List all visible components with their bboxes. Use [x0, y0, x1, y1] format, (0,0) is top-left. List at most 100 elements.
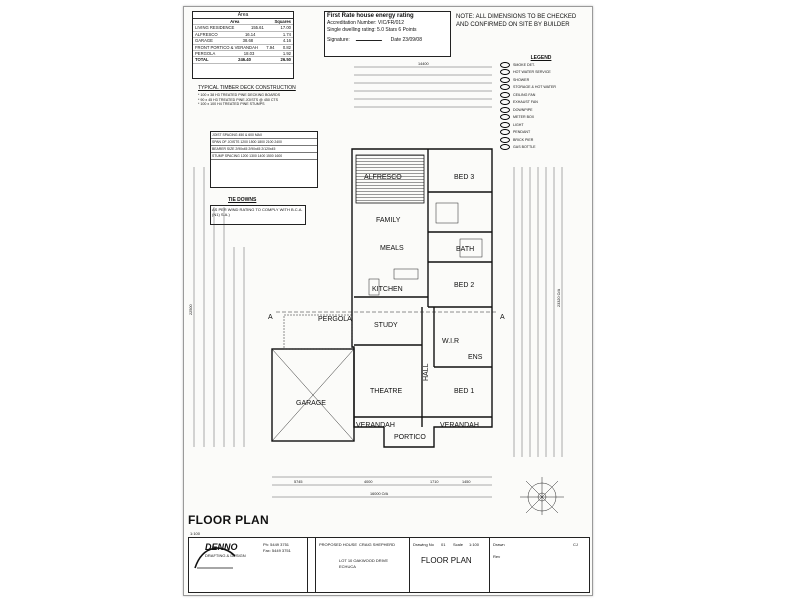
light-icon — [500, 121, 510, 128]
room-wir: W.I.R — [442, 338, 459, 345]
room-family: FAMILY — [376, 217, 401, 224]
area-cell: 16.14 — [244, 31, 256, 37]
legend-label: SHOWER — [513, 77, 530, 82]
downpipe-icon — [500, 106, 510, 113]
room-verandah-left: VERANDAH — [356, 422, 395, 429]
bottom-dim: 1450 — [462, 480, 470, 484]
shower-icon — [500, 76, 510, 83]
left-overall-dim: 22500 — [189, 304, 193, 315]
area-cell: 17.00 — [280, 25, 291, 31]
deck-notes: * 100 x 38 H3 TREATED PINE DECKING BOARD… — [198, 93, 318, 107]
legend-item: PENDANT — [496, 129, 586, 137]
area-cell: 246.40 — [238, 57, 251, 63]
drawn-label: Drawn — [493, 542, 505, 547]
drawing-no: 01 — [441, 542, 446, 547]
room-verandah-right: VERANDAH — [440, 422, 479, 429]
smoke-detector-icon — [500, 61, 510, 68]
legend-item: STORAGE & HOT WATER — [496, 84, 586, 92]
tb-divider — [489, 538, 490, 592]
signature-label: Signature: — [327, 37, 350, 43]
area-cell: 7.94 — [266, 44, 275, 50]
left-dimensions: 22500 — [189, 167, 245, 447]
span-row: JOIST SPACING 450 & 600 MAX — [211, 132, 317, 139]
span-row: STUMP SPACING 1200 1300 1400 1500 1600 — [211, 153, 317, 160]
bottom-dim: 1710 — [430, 480, 438, 484]
room-bath: BATH — [456, 246, 474, 253]
legend-label: LIGHT — [513, 122, 524, 127]
legend-item: EXHAUST FAN — [496, 99, 586, 107]
legend-label: DOWNPIPE — [513, 107, 533, 112]
rev-label: Rev — [493, 554, 501, 559]
energy-rating-box: First Rate house energy rating Accredita… — [324, 11, 451, 57]
north-compass-icon — [520, 477, 564, 515]
tb-divider — [307, 538, 308, 592]
legend-item: BRICK PIER — [496, 136, 586, 144]
company-logo-icon — [194, 547, 236, 569]
company-sub: DRAFTING & DESIGN — [205, 553, 246, 558]
legend-title: LEGEND — [530, 55, 552, 61]
brick-pier-icon — [500, 136, 510, 143]
deck-note-line: * 90 x 45 H3 TREATED PINE JOISTS @ 450 C… — [198, 97, 279, 102]
sheet-title: FLOOR PLAN — [421, 556, 472, 565]
deck-note-line: * 100 x 38 H3 TREATED PINE DECKING BOARD… — [198, 93, 281, 97]
tie-downs-note: AS PER WIND RATING TO COMPLY WITH B.C.A.… — [210, 205, 306, 225]
top-dimensions: 14400 — [354, 62, 492, 108]
legend-label: BRICK PIER — [513, 137, 534, 142]
ceiling-fan-icon — [500, 91, 510, 98]
area-header-squares: Squares — [274, 19, 291, 24]
area-table-title: Area — [193, 12, 293, 19]
span-row: SPAN OF JOISTS 1200 1500 1800 2100 2400 — [211, 139, 317, 146]
area-cell: 1.92 — [282, 51, 291, 57]
right-overall-dim: 23320 O/A — [557, 288, 561, 307]
legend-item: HOT WATER SERVICE — [496, 69, 586, 77]
hot-water-icon — [500, 69, 510, 76]
tie-downs-title: TIE DOWNS — [228, 197, 257, 203]
deck-note-line: * 100 x 100 H4 TREATED PINE STUMPS — [198, 102, 265, 107]
drawn-value: CJ — [573, 542, 578, 547]
rating-date: Date 23/09/08 — [390, 37, 422, 43]
scale-label: Scale — [453, 542, 464, 547]
legend-item: GAS BOTTLE — [496, 144, 586, 152]
bottom-dim: 5745 — [294, 480, 302, 484]
dimension-note: NOTE: ALL DIMENSIONS TO BE CHECKED AND C… — [456, 14, 577, 28]
area-cell: PERGOLA — [195, 51, 216, 57]
legend-label: STORAGE & HOT WATER — [513, 85, 556, 90]
legend-item: METER BOX — [496, 114, 586, 122]
top-overall-dim: 14400 — [418, 62, 429, 66]
legend-label: METER BOX — [513, 115, 535, 120]
client-name: CRAIG SHEPHERD — [359, 542, 396, 547]
rating-accreditation: Accreditation Number: VIC/FR/012 — [327, 20, 404, 26]
legend-label: PENDANT — [513, 130, 531, 135]
legend-label: SMOKE DET. — [513, 62, 535, 67]
area-cell: FRONT PORTICO & VERANDAH — [195, 44, 258, 50]
bottom-dimensions: 5745 4000 1710 1450 16000 O/A — [272, 476, 492, 498]
deck-span-table: JOIST SPACING 450 & 600 MAX SPAN OF JOIS… — [210, 131, 318, 188]
legend-item: SMOKE DET. — [496, 61, 586, 69]
room-meals: MEALS — [380, 245, 404, 252]
room-hall: HALL — [423, 363, 430, 381]
gas-bottle-icon — [500, 144, 510, 151]
right-dimensions: 23320 O/A — [513, 167, 563, 457]
title-block: DENNO DRAFTING & DESIGN Ph: 5449 3751 Fa… — [188, 537, 590, 593]
house-outline: A A — [268, 148, 505, 448]
room-theatre: THEATRE — [370, 388, 402, 395]
storage-icon — [500, 84, 510, 91]
legend-item: SHOWER — [496, 76, 586, 84]
room-bed1: BED 1 — [454, 388, 474, 395]
legend-item: CEILING FAN — [496, 91, 586, 99]
area-cell: 26.50 — [280, 57, 291, 63]
area-cell: GARAGE — [195, 38, 213, 44]
area-header-area: Area — [230, 19, 240, 24]
room-alfresco: ALFRESCO — [364, 174, 402, 181]
room-bed3: BED 3 — [454, 174, 474, 181]
company-phone: Ph: 5449 3751 — [263, 542, 290, 547]
scale-value: 1:100 — [469, 542, 480, 547]
room-bed2: BED 2 — [454, 282, 474, 289]
rating-line: Single dwelling rating: 5.0 Stars 6 Poin… — [327, 27, 417, 33]
section-mark-right: A — [500, 314, 505, 321]
tb-divider — [315, 538, 316, 592]
